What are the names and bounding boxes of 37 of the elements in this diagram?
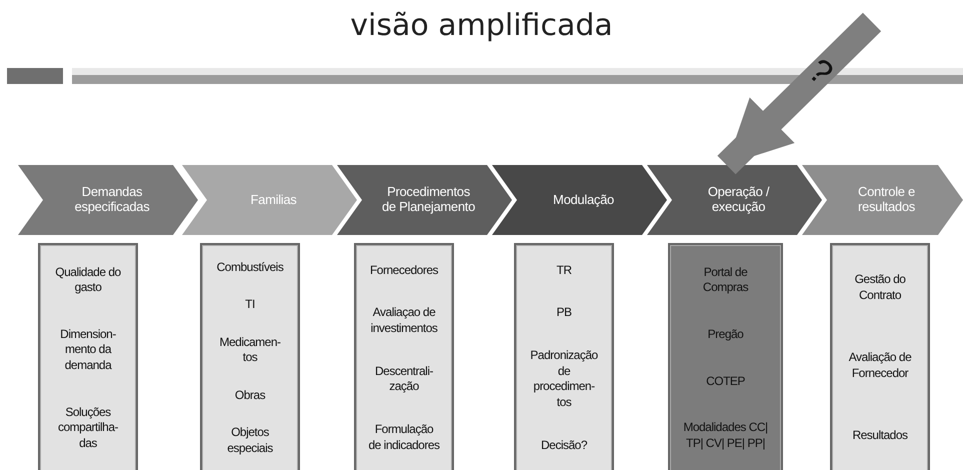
stage-title: Familias: [250, 192, 296, 208]
stage-title: Operação / execução: [706, 185, 770, 215]
item-panel: [830, 243, 930, 470]
pointer-arrow: [717, 12, 882, 174]
item-text: Pregão: [708, 326, 744, 342]
item-text: Descentrali- zação: [374, 364, 434, 395]
item-text: Combustíveis: [216, 260, 284, 276]
stage-title: Procedimentos de Planejamento: [380, 185, 476, 215]
stage-title: Demandas especificadas: [74, 185, 150, 215]
item-text: Resultados: [852, 428, 908, 444]
item-panel: [354, 243, 454, 470]
item-text: PB: [556, 305, 572, 321]
stage-title: Controle e resultados: [857, 185, 916, 215]
item-text: Obras: [234, 388, 266, 404]
stage-title: Modulação: [553, 192, 614, 208]
item-text: TR: [556, 262, 572, 278]
item-text: Avaliaçao de investimentos: [370, 305, 438, 337]
item-text: Gestão do Contrato: [854, 272, 906, 304]
item-panel: [668, 243, 783, 470]
item-text: Medicamen- tos: [218, 334, 282, 366]
item-text: Modalidades CC| TP| CV| PE| PP|: [682, 420, 769, 452]
item-text: Objetos especiais: [226, 424, 274, 456]
item-text: Padronização de procedimen- tos: [529, 348, 599, 411]
item-panel: [38, 243, 138, 470]
title: visão amplificada: [349, 8, 614, 43]
item-text: Avaliação de Fornecedor: [848, 350, 912, 382]
item-panel: [200, 243, 300, 470]
item-text: Decisão?: [540, 438, 588, 454]
item-text: Soluções compartilha- das: [56, 404, 120, 452]
item-panel: [514, 243, 614, 470]
item-text: Fornecedores: [370, 262, 438, 278]
item-text: COTEP: [706, 374, 745, 390]
item-text: Qualidade do gasto: [54, 264, 122, 296]
item-text: TI: [245, 297, 255, 313]
item-text: Portal de Compras: [702, 264, 750, 296]
item-text: Formulação de indicadores: [368, 422, 440, 454]
item-text: Dimension- mento da demanda: [59, 326, 117, 374]
